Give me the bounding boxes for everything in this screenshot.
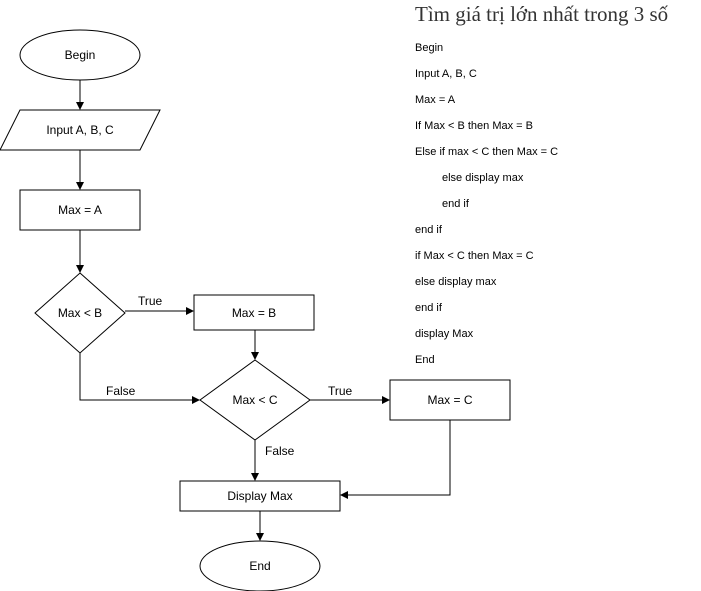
edge-assign-c-to-display [340,420,451,499]
assign-b-label: Max = B [232,306,276,320]
pseudocode-line: Max = A [415,94,456,106]
pseudocode-line: end if [415,224,442,236]
pseudocode-line: Begin [415,42,444,54]
pseudocode-line: display Max [415,328,474,340]
pseudocode-line: Input A, B, C [415,68,477,80]
assign-c-label: Max = C [427,393,472,407]
pseudocode-line: If Max < B then Max = B [415,120,533,132]
edge-label-true-c: True [328,384,353,398]
assign-a-process [19,189,141,231]
display-label: Display Max [227,489,292,503]
edge-label-true-b: True [138,294,163,308]
begin-label: Begin [65,48,96,62]
edge-decision-b-false [79,353,200,404]
input-label: Input A, B, C [46,123,114,137]
input-parallelogram [0,109,161,151]
pseudocode-block: Begin Input A, B, C Max = A If Max < B t… [415,40,558,378]
pseudocode-line: End [415,354,435,366]
pseudocode-line: if Max < C then Max = C [415,250,534,262]
assign-b-process [193,294,315,331]
edge-label-false-b: False [106,384,136,398]
page-title: Tìm giá trị lớn nhất trong 3 số [415,2,669,26]
edge-label-false-c: False [265,444,295,458]
pseudocode-line: end if [442,198,469,210]
decision-c-label: Max < C [232,393,277,407]
end-label: End [249,559,270,573]
end-terminator [199,540,321,591]
assign-a-label: Max = A [58,203,102,217]
pseudocode-line: Else if max < C then Max = C [415,146,559,158]
pseudocode-line: else display max [442,172,524,184]
pseudocode-line: end if [415,302,442,314]
assign-c-process [389,379,511,421]
display-process [179,480,341,512]
decision-b-label: Max < B [58,306,102,320]
pseudocode-line: else display max [415,276,497,288]
